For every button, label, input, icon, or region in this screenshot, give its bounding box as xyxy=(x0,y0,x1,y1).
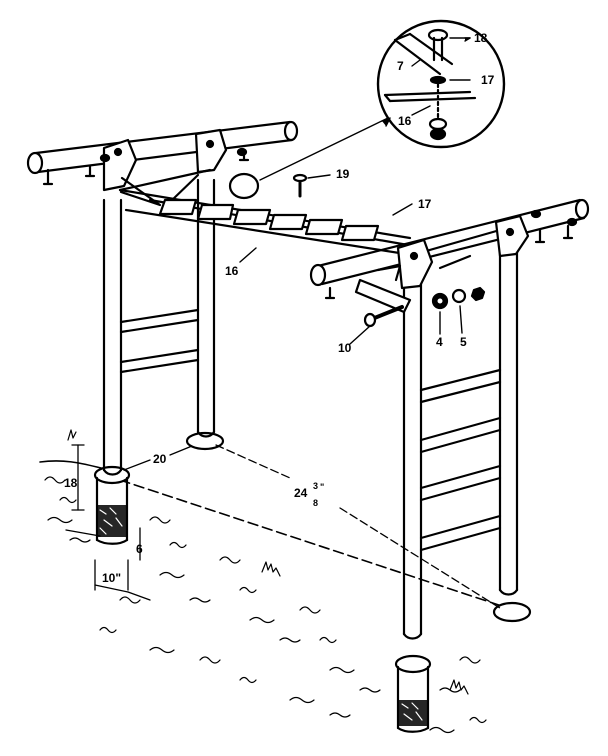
ground-surface xyxy=(39,429,521,734)
nut-icon xyxy=(470,286,486,302)
dim-spacing-whole: 24 xyxy=(294,486,308,500)
part-label-18: 18 xyxy=(474,31,488,45)
part-label-16-detail: 16 xyxy=(398,114,412,128)
dimension-lines xyxy=(65,444,501,609)
part-label-17-detail: 17 xyxy=(481,73,495,87)
left-frame xyxy=(26,120,299,476)
part-label-10: 10 xyxy=(338,341,352,355)
footing-hole-front-left xyxy=(93,465,131,545)
footing-hole-front-right xyxy=(394,654,432,733)
callout-labels: 18 7 17 16 19 17 16 10 4 5 18 20 24 3 8 … xyxy=(64,31,495,585)
dim-concrete-gap: 6 xyxy=(136,542,143,556)
footing-hole-back-right xyxy=(492,601,532,623)
dim-hole-diameter: 20 xyxy=(153,452,167,466)
dim-depth: 18 xyxy=(64,476,78,490)
horizontal-ladder xyxy=(118,168,502,257)
leader-lines xyxy=(239,37,471,345)
hardware-parts xyxy=(228,172,486,328)
part-label-7: 7 xyxy=(397,59,404,73)
part-label-5: 5 xyxy=(460,335,467,349)
part-label-17: 17 xyxy=(418,197,432,211)
part-label-4: 4 xyxy=(436,335,443,349)
right-frame xyxy=(309,198,590,640)
part-label-16: 16 xyxy=(225,264,239,278)
detail-marker xyxy=(228,172,260,200)
washer-icon xyxy=(451,288,467,304)
detail-inset xyxy=(376,19,506,149)
part-label-19: 19 xyxy=(336,167,350,181)
dim-hole-width: 10" xyxy=(102,571,121,585)
footing-hole-back-left xyxy=(185,431,225,451)
dim-spacing-num: 3 xyxy=(313,481,318,491)
dim-spacing-unit: " xyxy=(320,482,324,492)
dim-spacing-den: 8 xyxy=(313,498,318,508)
